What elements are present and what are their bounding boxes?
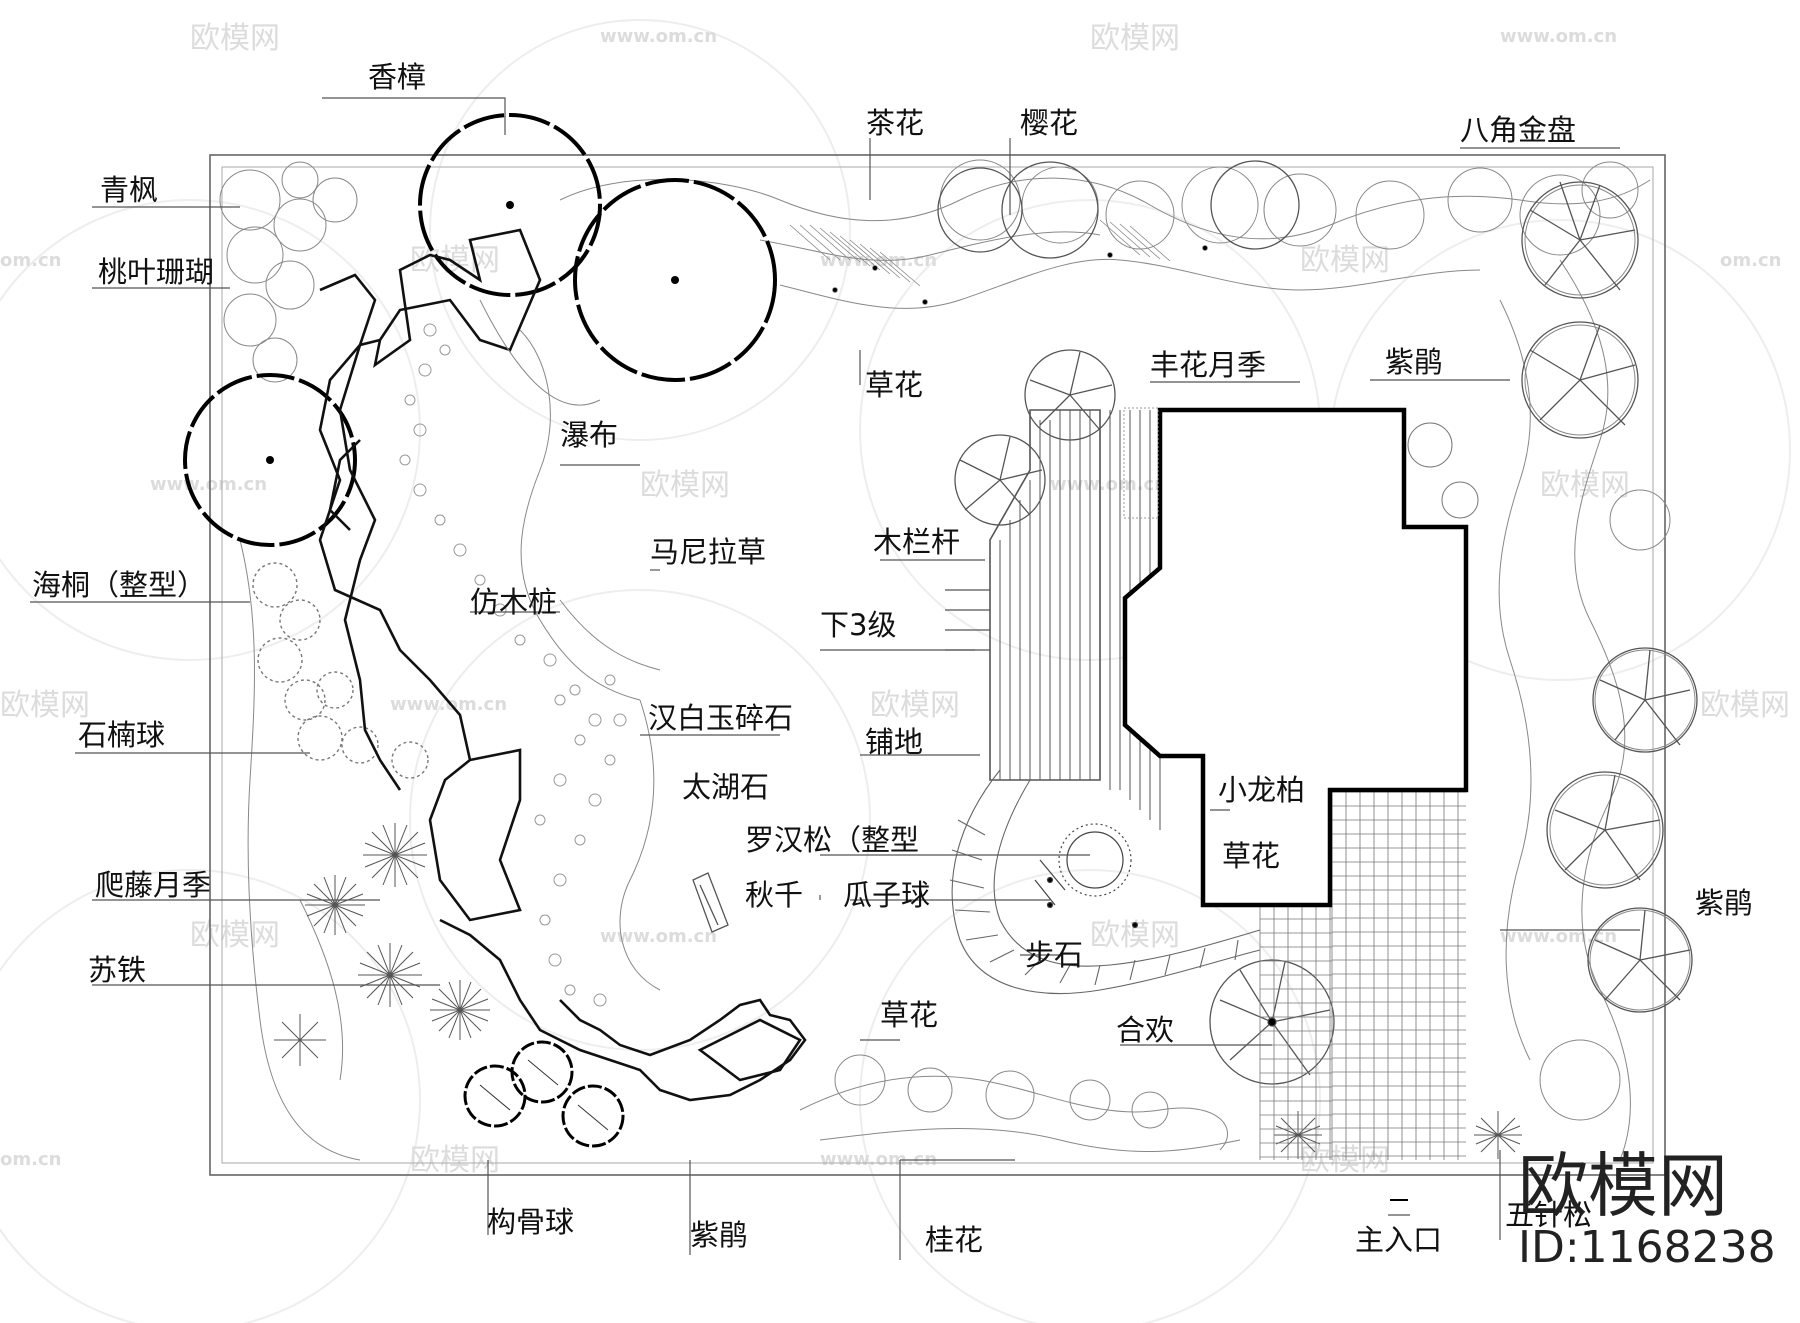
label-zijuan-right: 紫鹃 — [1695, 886, 1753, 920]
label-haitong: 海桐（整型） — [32, 568, 206, 602]
label-hanbaiyu-suishi: 汉白玉碎石 — [648, 701, 793, 735]
label-pubu: 瀑布 — [560, 418, 618, 452]
house-footprint — [1122, 407, 1479, 908]
paving-grid — [1259, 791, 1466, 1160]
label-bushi: 步石 — [1025, 938, 1083, 972]
watermark-url-6: www.om.cn — [150, 474, 267, 495]
label-manila-cao: 马尼拉草 — [650, 535, 766, 569]
label-pudi: 铺地 — [865, 725, 923, 759]
watermark-url-12: om.cn — [0, 1149, 61, 1170]
label-qingfeng: 青枫 — [100, 173, 158, 207]
watermark-url-5: om.cn — [1720, 250, 1781, 271]
watermark-brand-4: 欧模网 — [1300, 243, 1390, 278]
watermark-brand-8: 欧模网 — [870, 688, 960, 723]
label-wuzhen-song: 五针松 — [1505, 1198, 1592, 1232]
watermark-url-2: www.om.cn — [1500, 26, 1617, 47]
terrain-contours — [479, 299, 661, 991]
label-caohua-top: 草花 — [865, 368, 923, 402]
label-guihua: 桂花 — [925, 1223, 983, 1257]
camphor-tree-2 — [573, 178, 777, 382]
label-yinghua: 樱花 — [1020, 106, 1078, 140]
white-marble-gravel — [399, 323, 627, 1007]
tree-canopy-group — [937, 160, 1698, 1085]
watermark-url-8: www.om.cn — [390, 694, 507, 715]
watermark-brand-7: 欧模网 — [0, 688, 90, 723]
label-caohua-house: 草花 — [1222, 839, 1280, 873]
watermark-brand-2: 欧模网 — [1090, 21, 1180, 56]
label-xiangzhang: 香樟 — [368, 60, 426, 94]
watermark-brand-12: 欧模网 — [410, 1143, 500, 1178]
brand-watermark: 欧模网 ID:1168238 — [1518, 1145, 1776, 1273]
label-zijuan-bottom: 紫鹃 — [690, 1218, 748, 1252]
taihu-rockery — [318, 228, 807, 1102]
label-luohan-song: 罗汉松（整型 — [745, 823, 919, 857]
watermark-url-13: www.om.cn — [820, 1149, 937, 1170]
label-sutie: 苏铁 — [88, 953, 146, 987]
label-mu-langan: 木栏杆 — [873, 525, 960, 559]
watermark-circles — [0, 19, 1791, 1323]
label-hehuan: 合欢 — [1116, 1013, 1174, 1047]
plant-labels: 香樟 青枫 桃叶珊瑚 海桐（整型） 石楠球 爬藤月季 苏铁 构骨球 紫鹃 桂花 … — [32, 60, 1753, 1257]
label-shinan-qiu: 石楠球 — [78, 718, 165, 752]
paving-grid-lines — [1259, 791, 1466, 1160]
label-xia-3-ji: 下3级 — [820, 608, 896, 642]
label-fangmu-zhuang: 仿木桩 — [470, 585, 557, 619]
leader-lines — [30, 97, 1640, 1260]
watermark-brand-13: 欧模网 — [1300, 1143, 1390, 1178]
label-xiaolong-bai: 小龙柏 — [1218, 773, 1305, 807]
wood-deck — [945, 409, 1161, 830]
swing — [692, 872, 729, 933]
label-guazi-qiu: 瓜子球 — [843, 878, 930, 912]
watermark-brand-5: 欧模网 — [640, 468, 730, 503]
label-pateng-yueji: 爬藤月季 — [95, 868, 211, 902]
sago-palm-group — [274, 823, 1522, 1159]
label-bajiao-jinpan: 八角金盘 — [1460, 113, 1576, 147]
brand-watermark-id: ID:1168238 — [1518, 1222, 1776, 1273]
label-zhu-rukou: 主入口 — [1355, 1223, 1442, 1257]
watermark-url-7: www.om.cn — [1050, 474, 1167, 495]
pittosporum-group — [252, 562, 429, 779]
label-zijuan-top: 紫鹃 — [1385, 345, 1443, 379]
brand-watermark-title: 欧模网 — [1518, 1145, 1728, 1227]
watermark-url-3: om.cn — [0, 250, 61, 271]
camphor-tree-3 — [183, 373, 357, 547]
podocarpus-group — [1034, 823, 1277, 1027]
camphor-tree-group — [183, 113, 777, 547]
watermark-brand-6: 欧模网 — [1540, 468, 1630, 503]
label-caohua-bottom: 草花 — [880, 998, 938, 1032]
watermark-brand-9: 欧模网 — [1700, 688, 1790, 723]
border-planting — [219, 159, 1696, 1161]
flower-strip-hatch — [789, 219, 1208, 305]
watermark-url-10: www.om.cn — [600, 926, 717, 947]
camphor-tree-1 — [418, 113, 602, 297]
label-taihu-shi: 太湖石 — [682, 770, 769, 804]
watermark-url-11: www.om.cn — [1500, 926, 1617, 947]
label-chahua: 茶花 — [866, 106, 924, 140]
label-taoye-shanhu: 桃叶珊瑚 — [98, 255, 214, 289]
holly-ball-group — [463, 1040, 625, 1148]
label-gougu-qiu: 构骨球 — [487, 1205, 574, 1239]
label-qiuqian: 秋千 — [745, 878, 803, 912]
watermark-brand-1: 欧模网 — [190, 21, 280, 56]
watermark-brand-3: 欧模网 — [410, 243, 500, 278]
watermark-layer: 欧模网 www.om.cn 欧模网 www.om.cn om.cn 欧模网 ww… — [0, 19, 1791, 1323]
site-boundary — [209, 154, 1666, 1176]
watermark-brand-10: 欧模网 — [190, 918, 280, 953]
label-fenghua-yueji: 丰花月季 — [1150, 348, 1266, 382]
watermark-url-1: www.om.cn — [600, 26, 717, 47]
